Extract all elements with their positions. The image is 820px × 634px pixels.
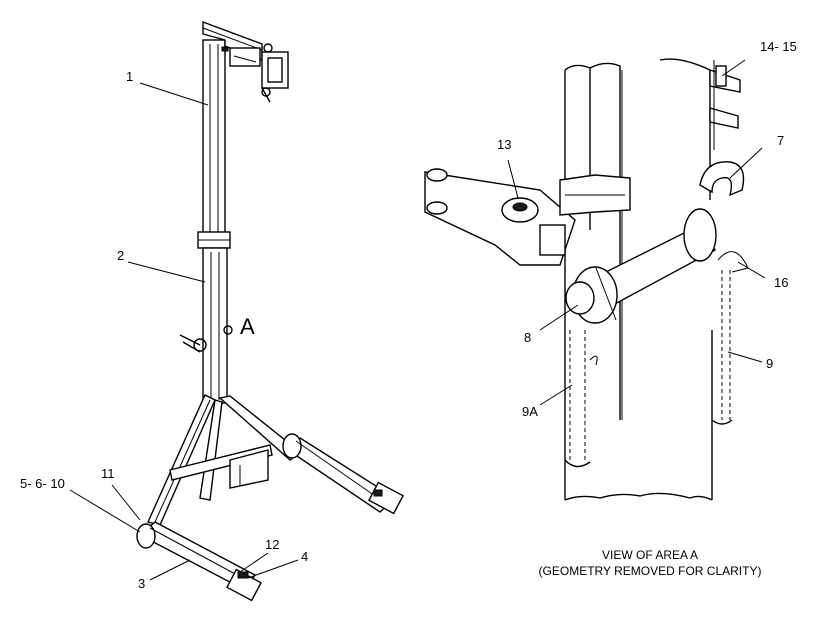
label-part-16: 16 — [774, 275, 789, 290]
label-part-14-15: 14- 15 — [760, 39, 797, 54]
label-area-a: A — [240, 314, 255, 339]
label-part-3: 3 — [138, 576, 146, 591]
label-part-4: 4 — [301, 549, 309, 564]
label-part-9: 9 — [766, 356, 774, 371]
label-part-9a: 9A — [522, 404, 538, 419]
detail-view — [424, 58, 766, 501]
label-part-12: 12 — [265, 537, 280, 552]
caption-line-2: (GEOMETRY REMOVED FOR CLARITY) — [538, 564, 762, 578]
tripod-legs — [147, 394, 302, 526]
label-part-5-6-10: 5- 6- 10 — [20, 476, 65, 491]
leader-lines-left — [69, 82, 299, 581]
upper-mast — [202, 20, 289, 236]
lower-mast — [179, 247, 233, 404]
leader-lines-right — [507, 59, 766, 406]
front-base-tube — [136, 521, 263, 602]
label-part-8: 8 — [524, 330, 532, 345]
bracket-plate — [424, 168, 631, 266]
top-brackets — [709, 60, 741, 150]
caption-line-1: VIEW OF AREA A — [601, 548, 699, 562]
pin — [565, 208, 717, 324]
label-part-13: 13 — [497, 137, 512, 152]
label-part-2: 2 — [117, 248, 125, 263]
chain-9 — [711, 251, 749, 425]
chain-9a — [564, 330, 598, 468]
clip — [699, 161, 745, 197]
stand-assembly — [69, 20, 405, 602]
label-part-11: 11 — [101, 466, 115, 481]
label-part-1: 1 — [126, 69, 134, 84]
rear-base-tube — [282, 433, 405, 515]
label-part-7: 7 — [777, 133, 785, 148]
